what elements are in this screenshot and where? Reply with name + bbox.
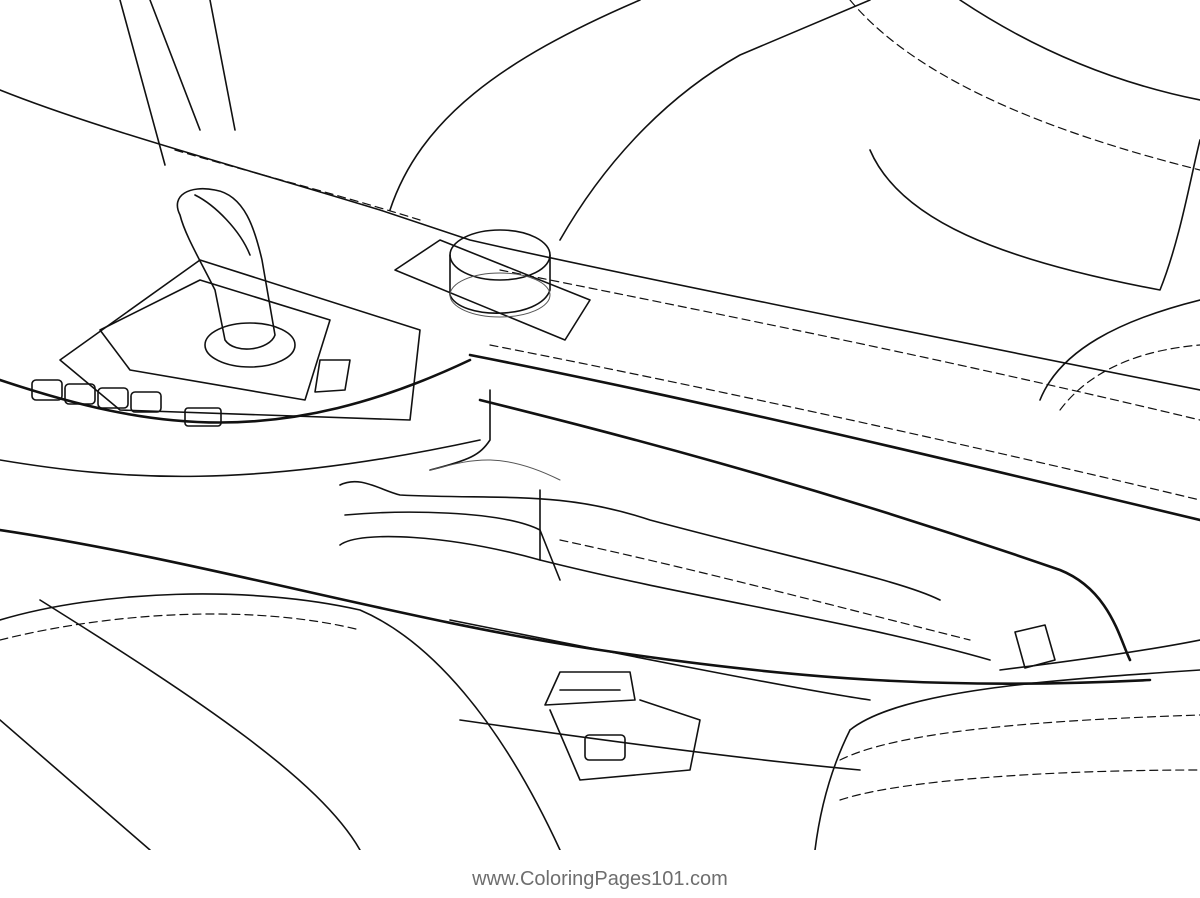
gear-shifter bbox=[59, 188, 421, 421]
a-pillar bbox=[119, 0, 236, 166]
passenger-seat-back bbox=[389, 0, 1200, 411]
website-watermark: www.ColoringPages101.com bbox=[472, 868, 728, 890]
center-console bbox=[0, 89, 1200, 771]
car-console-illustration bbox=[0, 0, 1200, 850]
seats-bottom bbox=[0, 593, 1200, 850]
handbrake-lever bbox=[339, 480, 991, 661]
idrive-controller bbox=[394, 229, 591, 341]
seatbelt-buckle bbox=[544, 624, 1056, 781]
console-buttons bbox=[31, 379, 222, 427]
